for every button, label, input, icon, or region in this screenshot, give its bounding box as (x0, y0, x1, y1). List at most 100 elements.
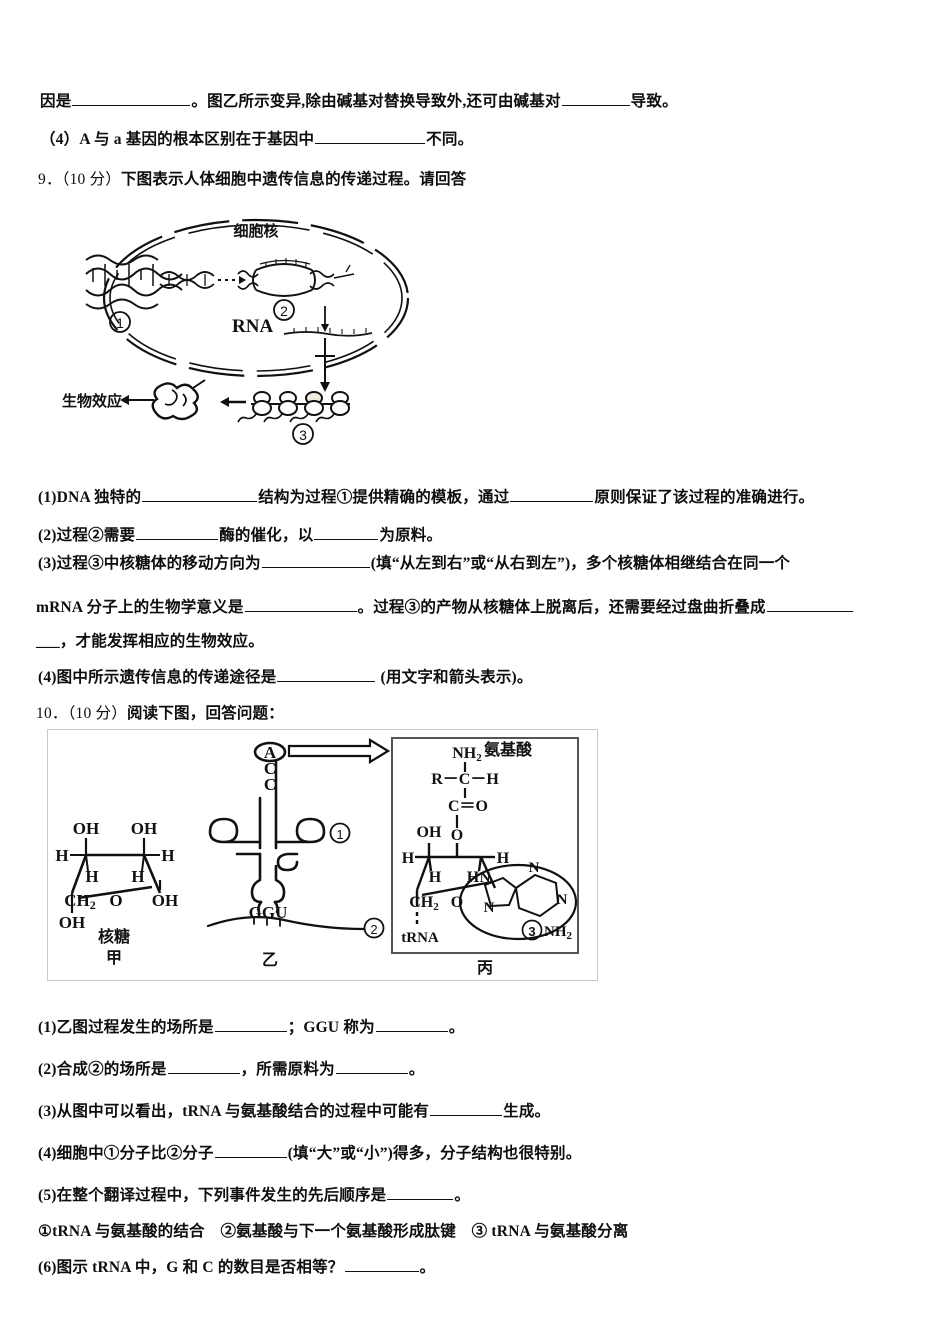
q9-3-text-d: 。过程③的产物从核糖体上脱离后，还需要经过盘曲折叠成 (357, 599, 766, 616)
marker-2: 2 (273, 299, 295, 321)
adenine-n3: N (529, 860, 540, 876)
bing-backbone: R－C－H (431, 771, 499, 788)
bing-oh: OH (417, 824, 442, 841)
translation-arrow (220, 397, 246, 407)
carryover-text-e: 不同。 (426, 131, 474, 148)
yi-base-a: A (264, 743, 277, 762)
bio-effect-label: 生物效应 (62, 392, 122, 410)
transcription-down-arrow (321, 306, 329, 332)
carryover-line-2: （4）A 与 a 基因的根本区别在于基因中 不同。 (40, 128, 473, 151)
answer-blank[interactable] (142, 486, 258, 502)
figure-genetic-information-flow: 细胞核 (60, 198, 460, 460)
answer-blank[interactable] (72, 90, 191, 106)
bing-carbonyl: C＝O (448, 798, 488, 815)
answer-blank[interactable] (375, 1016, 448, 1032)
answer-blank[interactable] (277, 666, 376, 682)
adenine-n4: N (557, 892, 568, 908)
bing-ch2: CH2 (409, 894, 439, 913)
bing-ester-o: O (451, 827, 463, 844)
yi-base-c1: C (264, 759, 276, 778)
question-9-item-3-line-2: mRNA 分子上的生物学意义是 。过程③的产物从核糖体上脱离后，还需要经过盘曲折叠… (36, 596, 854, 619)
jia-h-inner-left: H (85, 867, 98, 886)
carryover-text-d: （4）A 与 a 基因的根本区别在于基因中 (40, 131, 315, 148)
carryover-text-b: 。图乙所示变异,除由碱基对替换导致外,还可由碱基对 (191, 93, 561, 110)
yi-caption: 乙 (262, 952, 278, 969)
adenine-n1: N (480, 870, 491, 886)
svg-text:2: 2 (280, 303, 288, 319)
panel-bing-frame (391, 737, 579, 954)
bing-caption: 丙 (477, 959, 493, 977)
answer-blank[interactable] (315, 128, 426, 144)
q10-3-a: (3)从图中可以看出，tRNA 与氨基酸结合的过程中可能有 (38, 1103, 430, 1120)
question-9-item-3-line-3: ___，才能发挥相应的生物效应。 (36, 630, 264, 653)
q9-1-text-c: 原则保证了该过程的准确进行。 (594, 489, 815, 506)
jia-h-far-left: H (55, 846, 68, 865)
jia-oh-tail: OH (59, 913, 85, 932)
jia-ch2: CH2 (64, 891, 96, 912)
nucleus-label: 细胞核 (233, 222, 278, 240)
question-10-number: 10． (36, 705, 68, 722)
q10-4-a: (4)细胞中①分子比②分子 (38, 1145, 214, 1162)
jia-caption-top: 核糖 (98, 927, 130, 946)
answer-blank[interactable] (136, 524, 219, 540)
bing-h-left: H (402, 850, 415, 867)
panel-yi-trna (206, 741, 366, 931)
answer-blank[interactable] (766, 596, 853, 612)
q10-1-b: ；GGU 称为 (287, 1019, 375, 1036)
bing-h-right: H (497, 850, 510, 867)
question-10-item-2: (2)合成②的场所是，所需原料为。 (38, 1058, 424, 1081)
svg-text:1: 1 (116, 315, 124, 331)
answer-blank[interactable] (214, 1016, 287, 1032)
bing-h-inner-left: H (429, 869, 442, 886)
jia-ring-o: O (109, 891, 122, 910)
carryover-text-a: 因是 (40, 93, 72, 110)
q10-2-c: 。 (408, 1061, 425, 1078)
yi-anticodon: GGU (249, 903, 288, 922)
answer-blank[interactable] (244, 596, 357, 612)
question-10-item-4: (4)细胞中①分子比②分子(填“大”或“小”)得多，分子结构也很特别。 (38, 1142, 581, 1165)
answer-blank[interactable] (261, 552, 370, 568)
yi-base-c2: C (264, 775, 276, 794)
transfer-arrow (287, 738, 391, 764)
q9-3-text-c: mRNA 分子上的生物学意义是 (36, 599, 244, 616)
answer-blank[interactable] (510, 486, 594, 502)
figure-trna-amino-acid: OH OH H H H H CH2 O OH OH 核糖 甲 (47, 729, 598, 981)
q10-1-a: (1)乙图过程发生的场所是 (38, 1019, 214, 1036)
jia-caption: 甲 (106, 949, 122, 967)
transcription-bubble (237, 258, 355, 297)
question-9-text: 下图表示人体细胞中遗传信息的传递过程。请回答 (120, 171, 467, 188)
question-10-item-3: (3)从图中可以看出，tRNA 与氨基酸结合的过程中可能有 生成。 (38, 1100, 550, 1123)
question-10-item-5: (5)在整个翻译过程中，下列事件发生的先后顺序是。 (38, 1184, 470, 1207)
marker-1-yi: 1 (329, 822, 351, 844)
q10-6-b: 。 (419, 1259, 436, 1276)
question-9-item-2: (2)过程②需要酶的催化，以为原料。 (38, 524, 442, 547)
answer-blank[interactable] (167, 1058, 240, 1074)
question-9-score: （10 分） (61, 171, 121, 188)
answer-blank[interactable] (561, 90, 630, 106)
jia-h-far-right: H (161, 846, 174, 865)
panel-jia-ribose: OH OH H H H H CH2 O OH OH 核糖 甲 (55, 819, 178, 967)
answer-blank[interactable] (314, 524, 379, 540)
jia-h-inner-right: H (131, 867, 144, 886)
dna-double-helix (85, 254, 215, 310)
svg-text:2: 2 (370, 922, 377, 937)
marker-3: 3 (292, 423, 314, 445)
q10-5-a: (5)在整个翻译过程中，下列事件发生的先后顺序是 (38, 1187, 387, 1204)
q10-3-b: 生成。 (503, 1103, 551, 1120)
svg-text:3: 3 (528, 924, 535, 939)
answer-blank[interactable] (335, 1058, 408, 1074)
svg-text:1: 1 (336, 827, 343, 842)
q9-3-text-b: (填“从左到右”或“从右到左”)，多个核糖体相继结合在同一个 (370, 555, 791, 572)
question-10-item-6: (6)图示 tRNA 中，G 和 C 的数目是否相等？ 。 (38, 1256, 435, 1279)
answer-blank[interactable] (387, 1184, 454, 1200)
answer-blank[interactable] (430, 1100, 503, 1116)
export-arrow (315, 338, 335, 392)
answer-blank[interactable] (214, 1142, 287, 1158)
answer-blank[interactable] (344, 1256, 419, 1272)
q10-6-a: (6)图示 tRNA 中，G 和 C 的数目是否相等？ (38, 1259, 344, 1276)
question-10-item-5-options: ①tRNA 与氨基酸的结合 ②氨基酸与下一个氨基酸形成肽键 ③ tRNA 与氨基… (38, 1220, 628, 1243)
jia-oh-left: OH (73, 819, 99, 838)
q9-3-text-e: ___，才能发挥相应的生物效应。 (36, 633, 264, 650)
question-10-score: （10 分） (67, 705, 127, 722)
